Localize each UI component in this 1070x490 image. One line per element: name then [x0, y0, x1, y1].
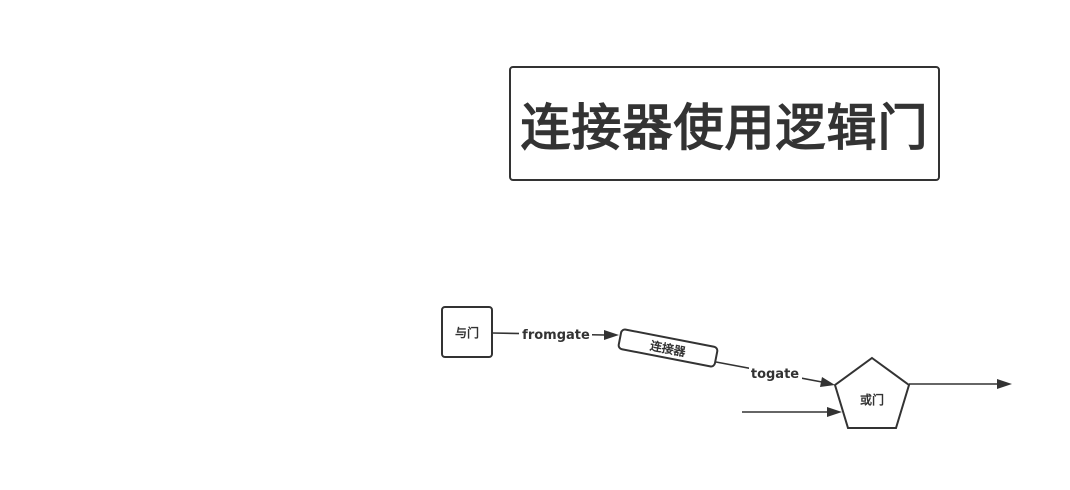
or-gate-node[interactable]: 或门 — [833, 356, 911, 429]
or-gate-pentagon — [833, 356, 911, 429]
connector-node[interactable]: 连接器 — [617, 328, 719, 368]
or-gate-label: 或门 — [860, 392, 884, 407]
and-gate-label: 与门 — [455, 325, 479, 340]
edge-togate-label-bg — [749, 364, 802, 382]
diagram-title: 连接器使用逻辑门 — [509, 66, 940, 181]
edge-togate-arrowhead — [820, 377, 835, 387]
edge-fromgate-arrowhead — [604, 330, 619, 340]
and-gate-box — [441, 306, 493, 358]
edge-second-input[interactable] — [742, 407, 842, 417]
edge-output[interactable] — [909, 379, 1012, 389]
edge-togate[interactable]: togate — [715, 361, 835, 387]
edge-fromgate-label: fromgate — [522, 328, 590, 343]
edge-fromgate[interactable]: fromgate — [491, 325, 619, 343]
edge-togate-label: togate — [751, 367, 799, 382]
edge-second-input-arrowhead — [827, 407, 842, 417]
and-gate-node[interactable]: 与门 — [441, 306, 493, 358]
connector-box — [617, 328, 719, 368]
connector-label: 连接器 — [649, 338, 688, 360]
edge-fromgate-label-bg — [519, 325, 592, 343]
edge-output-arrowhead — [997, 379, 1012, 389]
